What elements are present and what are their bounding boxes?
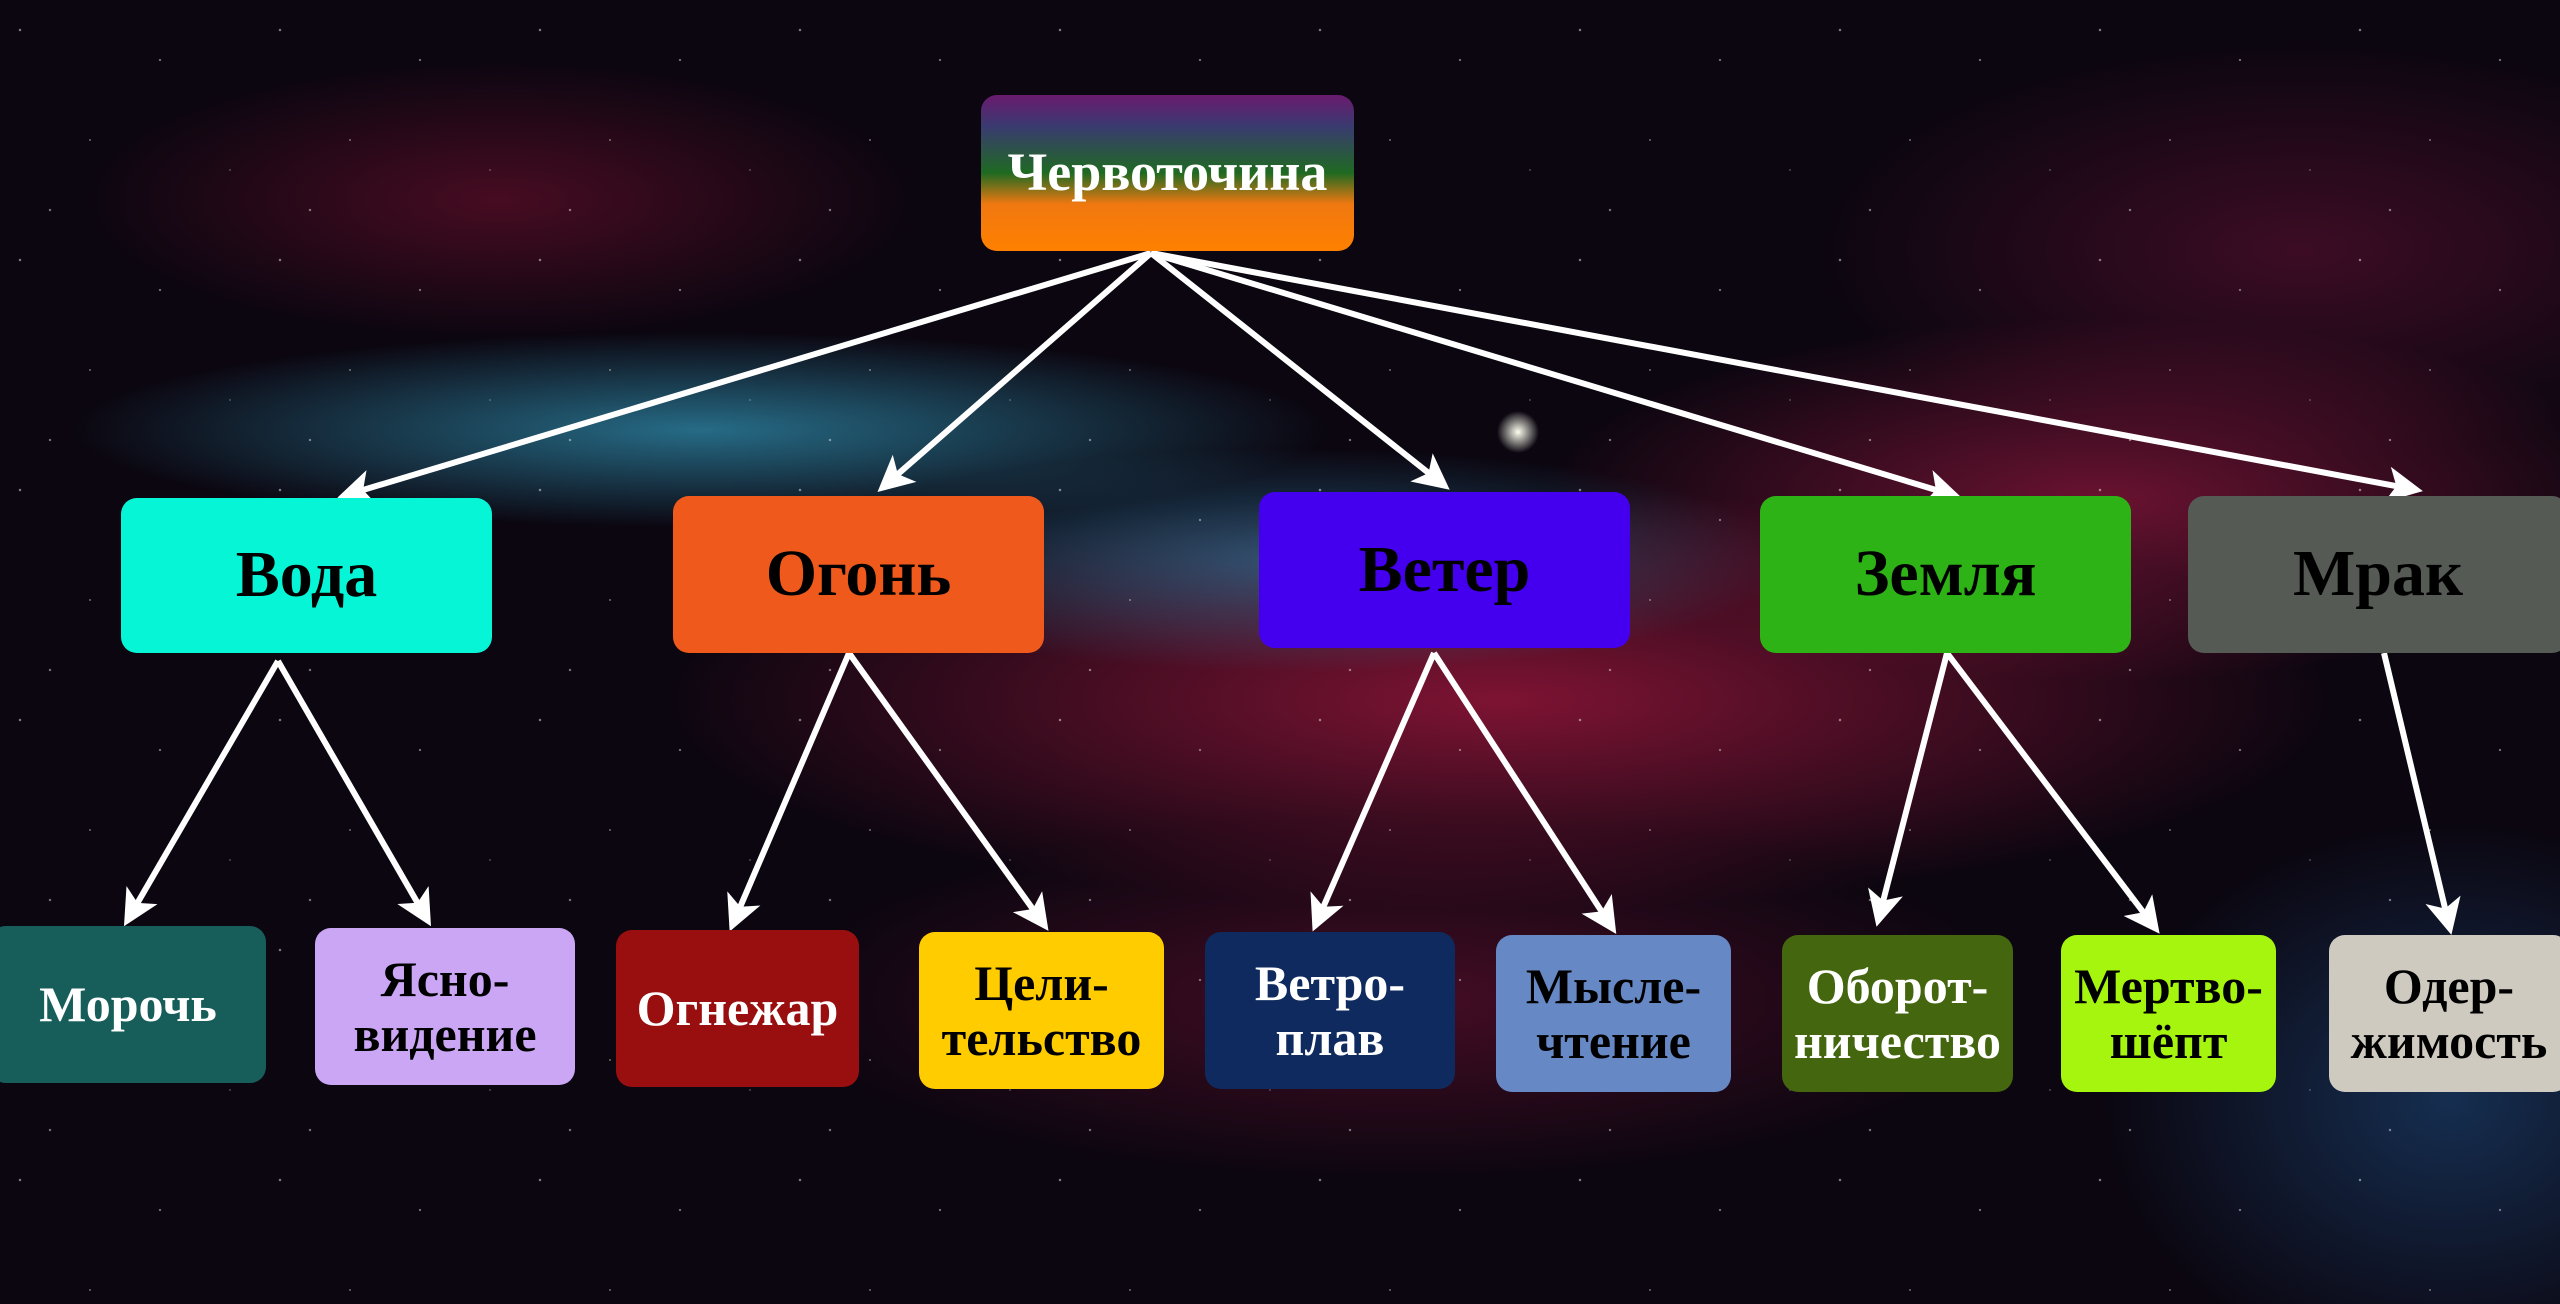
node-label: Мертво- шёпт <box>2074 957 2263 1069</box>
node-label: Земля <box>1854 537 2037 611</box>
node-veter: Ветер <box>1259 492 1630 648</box>
arrow-veter-mysle <box>1431 651 1617 935</box>
node-mertvoshept: Мертво- шёпт <box>2061 935 2276 1092</box>
node-label: Ветро- плав <box>1254 954 1406 1066</box>
arrow-voda-yasnovidenie <box>275 659 431 927</box>
arrow-voda-moroch <box>123 659 281 927</box>
node-voda: Вода <box>121 498 492 653</box>
node-label: Огонь <box>765 537 952 611</box>
node-mrak: Мрак <box>2188 496 2560 653</box>
node-label: Огнежар <box>636 980 839 1036</box>
node-tselitelstvo: Цели- тельство <box>919 932 1164 1089</box>
node-label: Вода <box>235 538 378 612</box>
node-label: Морочь <box>39 976 217 1032</box>
node-oborotnichestvo: Оборот- ничество <box>1782 935 2013 1092</box>
node-ognezhar: Огнежар <box>616 930 859 1087</box>
node-label: Мрак <box>2292 537 2464 611</box>
node-vetroplav: Ветро- плав <box>1205 932 1455 1089</box>
node-label: Оборот- ничество <box>1793 957 2002 1069</box>
node-mysle-chtenie: Мысле- чтение <box>1496 935 1731 1092</box>
arrow-ogon-ognezhar <box>727 651 852 932</box>
root-label: Червоточина <box>1007 142 1328 203</box>
arrow-veter-vetroplav <box>1310 651 1437 932</box>
node-label: Цели- тельство <box>941 954 1142 1066</box>
node-label: Мысле- чтение <box>1525 957 1702 1069</box>
arrow-root-veter <box>1149 250 1450 490</box>
arrow-root-mrak <box>1150 250 2423 503</box>
node-oderzhimost: Одер- жимость <box>2329 935 2560 1092</box>
node-ogon: Огонь <box>673 496 1044 653</box>
arrow-zemlya-mertvo <box>1944 651 2160 934</box>
node-label: Ясно- видение <box>353 950 537 1062</box>
arrow-ogon-tselitelstvo <box>846 651 1049 931</box>
node-yasnovidenie: Ясно- видение <box>315 928 575 1085</box>
node-label: Одер- жимость <box>2350 957 2548 1069</box>
arrow-root-voda <box>337 250 1152 505</box>
root-node-chervotochina: Червоточина <box>981 95 1354 251</box>
node-zemlya: Земля <box>1760 496 2131 653</box>
arrow-mrak-oderzhimost <box>2381 652 2461 935</box>
node-label: Ветер <box>1358 532 1531 606</box>
arrow-root-ogon <box>877 250 1153 492</box>
arrow-root-zemlya <box>1150 250 1962 505</box>
arrow-zemlya-oborot <box>1868 652 1950 927</box>
node-moroch: Морочь <box>0 926 266 1083</box>
